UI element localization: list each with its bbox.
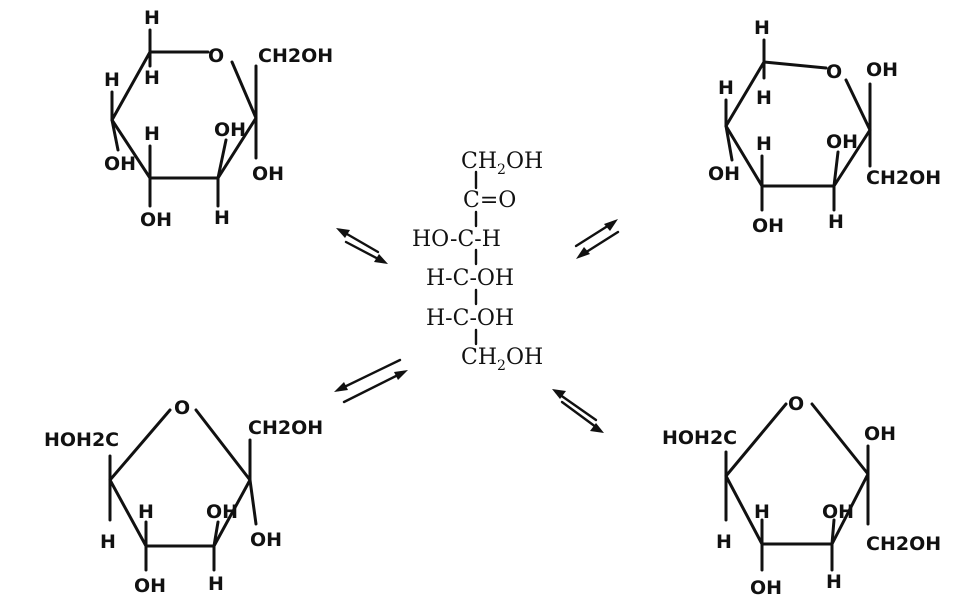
c4-h: H bbox=[756, 133, 772, 155]
oh-top: OH bbox=[866, 59, 898, 81]
c5-h: H bbox=[100, 531, 116, 553]
c5-h: H bbox=[716, 531, 732, 553]
ring-bond bbox=[110, 50, 152, 122]
c2-oh: OH bbox=[826, 131, 858, 153]
chain-row-3: HO-C-H bbox=[412, 227, 501, 252]
furanose-beta-structure: O HOH2C OH H H OH OH H CH2OH bbox=[662, 393, 941, 599]
ch2oh-group: CH2OH bbox=[866, 167, 941, 189]
ring-oxygen: O bbox=[174, 397, 190, 419]
c1-h: H bbox=[756, 87, 772, 109]
c3-h: H bbox=[828, 211, 844, 233]
c4-oh: OH bbox=[708, 163, 740, 185]
c1-h-top: H bbox=[144, 7, 160, 29]
ring-oxygen: O bbox=[208, 45, 224, 67]
c4-h: H bbox=[138, 501, 154, 523]
pyranose-beta-structure: O H H OH H OH H OH H OH CH2OH bbox=[708, 17, 941, 237]
chain-row-5: H-C-OH bbox=[426, 306, 514, 331]
chain-row-4: H-C-OH bbox=[426, 266, 514, 291]
chain-row-6: CH2OH bbox=[461, 345, 543, 374]
ch2oh-group: CH2OH bbox=[866, 533, 941, 555]
c4-h: H bbox=[754, 501, 770, 523]
furanose-alpha-structure: O HOH2C CH2OH H H OH OH H OH bbox=[44, 397, 323, 597]
pyranose-alpha-structure: O H H CH2OH H OH H OH H OH OH bbox=[104, 7, 333, 231]
chain-row-2: C=O bbox=[463, 188, 516, 213]
ring-oxygen: O bbox=[788, 393, 804, 415]
equilibrium-arrow-top-right bbox=[574, 219, 620, 259]
c3-h: H bbox=[208, 573, 224, 595]
ring-bond bbox=[110, 118, 152, 180]
c2-oh: OH bbox=[250, 529, 282, 551]
c4-oh: OH bbox=[134, 575, 166, 597]
ch2oh-group: CH2OH bbox=[258, 45, 333, 67]
c3-oh: OH bbox=[822, 501, 854, 523]
c3-oh: OH bbox=[206, 501, 238, 523]
c4-oh: OH bbox=[750, 577, 782, 599]
ch2oh-group: CH2OH bbox=[248, 417, 323, 439]
ring-bond bbox=[216, 116, 258, 180]
c2-ring-oh: OH bbox=[214, 119, 246, 141]
c5-h: H bbox=[104, 69, 120, 91]
c3-oh: OH bbox=[752, 215, 784, 237]
ring-bond bbox=[230, 60, 258, 120]
c2-oh: OH bbox=[252, 163, 284, 185]
c3-h: H bbox=[826, 571, 842, 593]
chain-row-1: CH2OH bbox=[461, 149, 543, 178]
ring-oxygen: O bbox=[826, 61, 842, 83]
c3-oh: OH bbox=[140, 209, 172, 231]
oh-top: OH bbox=[864, 423, 896, 445]
c1-h-top: H bbox=[754, 17, 770, 39]
equilibrium-arrow-bottom-left bbox=[334, 358, 408, 404]
open-chain-fructose: CH2OH C=O HO-C-H H-C-OH H-C-OH CH2OH bbox=[412, 149, 543, 374]
c4-h: H bbox=[144, 123, 160, 145]
equilibrium-arrow-top-left bbox=[336, 228, 388, 264]
c5-h: H bbox=[718, 77, 734, 99]
c3-h: H bbox=[214, 207, 230, 229]
hoh2c-group: HOH2C bbox=[662, 427, 737, 449]
c1-h: H bbox=[144, 67, 160, 89]
hoh2c-group: HOH2C bbox=[44, 429, 119, 451]
equilibrium-arrow-bottom-right bbox=[552, 389, 604, 433]
c4-oh: OH bbox=[104, 153, 136, 175]
